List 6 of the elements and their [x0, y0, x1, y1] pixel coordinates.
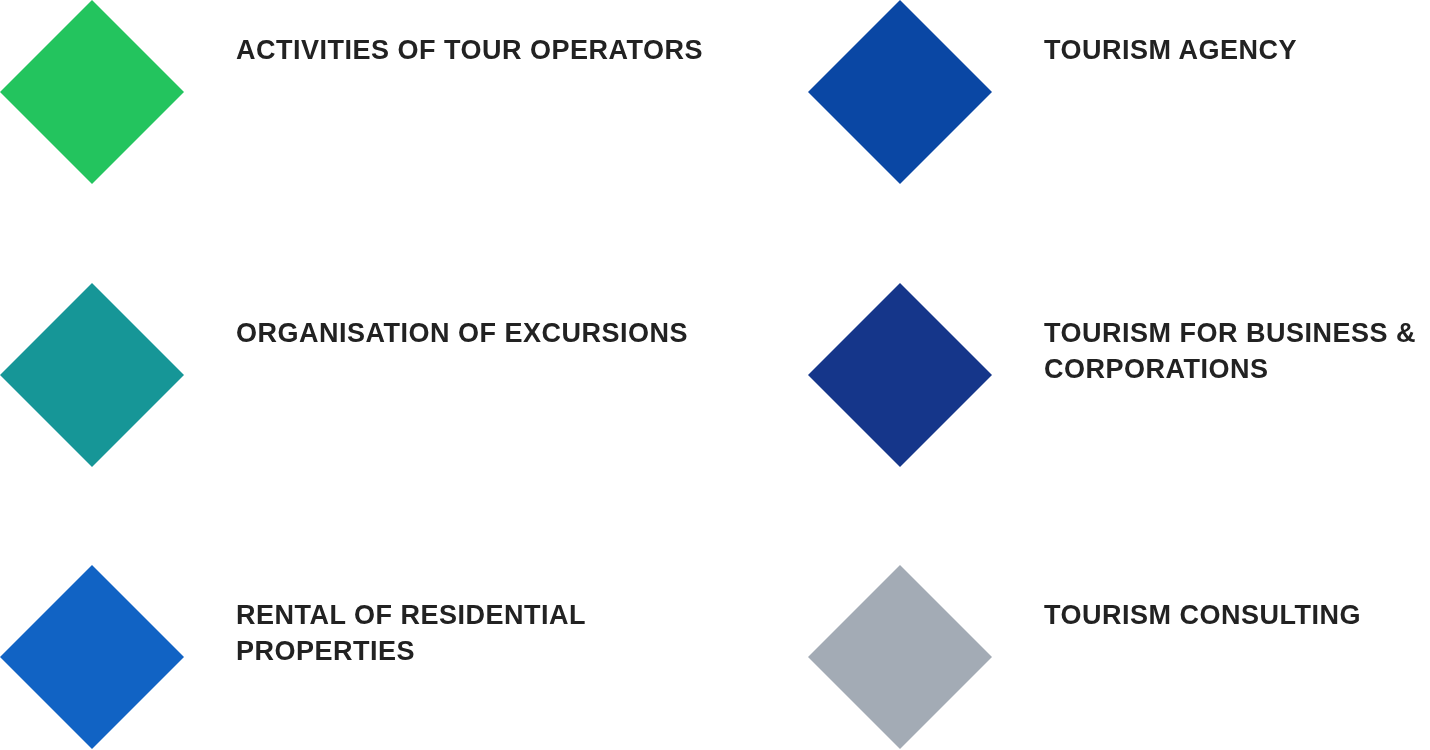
legend-label: ACTIVITIES OF TOUR OPERATORS: [236, 34, 705, 67]
legend-label: TOURISM CONSULTING: [1044, 599, 1362, 632]
legend-label: RENTAL OF RESIDENTIAL PROPERTIES: [236, 599, 587, 668]
legend-label: TOURISM FOR BUSINESS & CORPORATIONS: [1044, 317, 1418, 386]
legend-label: ORGANISATION OF EXCURSIONS: [236, 317, 690, 350]
legend-label: TOURISM AGENCY: [1044, 34, 1299, 67]
